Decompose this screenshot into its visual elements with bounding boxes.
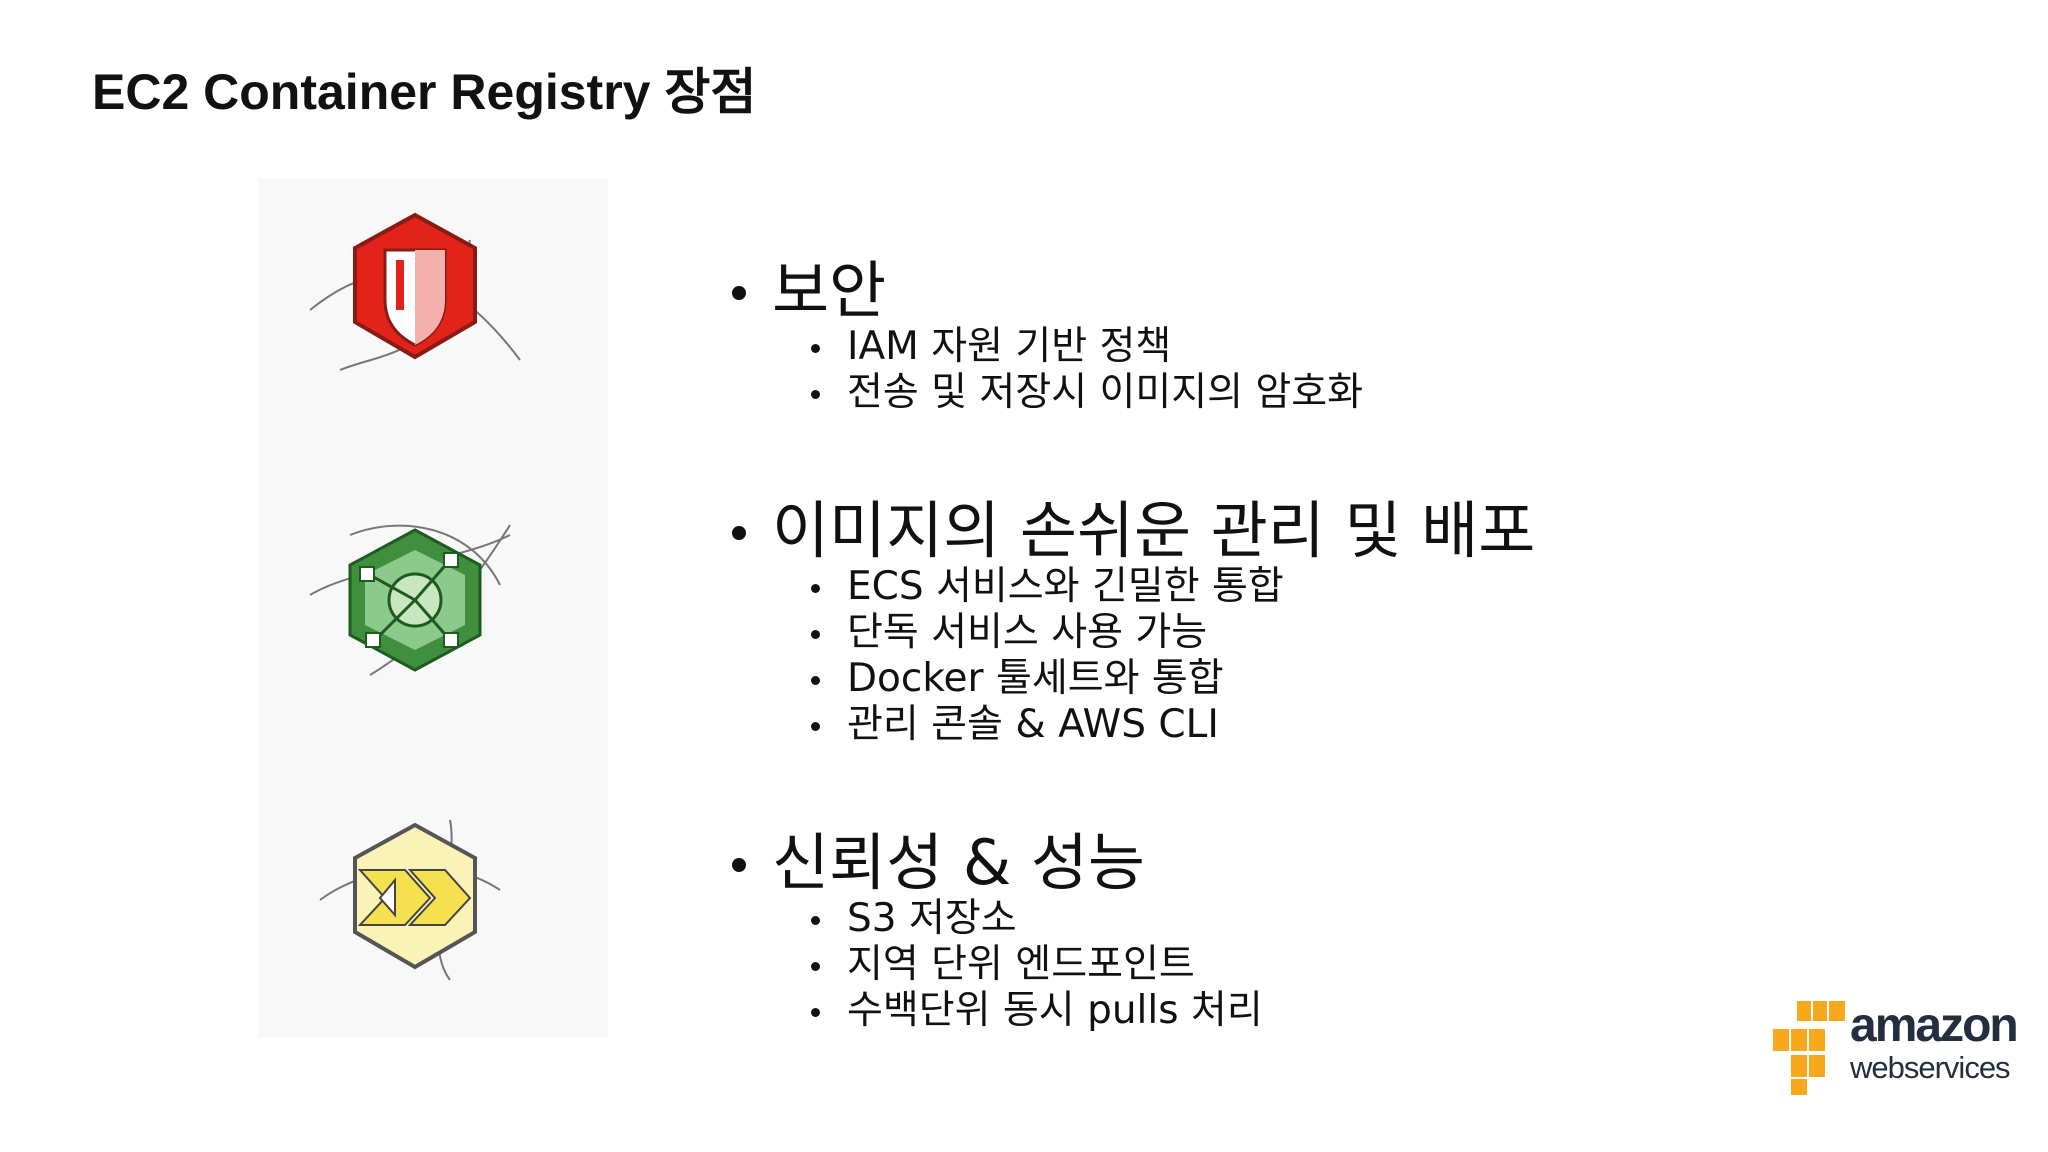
- section-performance: 신뢰성 & 성능 S3 저장소 지역 단위 엔드포인트 수백단위 동시 pull…: [725, 822, 1263, 1034]
- section-heading: 보안: [725, 250, 1363, 332]
- list-item: 수백단위 동시 pulls 처리: [725, 988, 1263, 1034]
- section-heading: 신뢰성 & 성능: [725, 822, 1263, 904]
- section-items: ECS 서비스와 긴밀한 통합 단독 서비스 사용 가능 Docker 툴세트와…: [725, 564, 1535, 748]
- aws-logo-amazon: amazon: [1850, 999, 2019, 1052]
- list-item: S3 저장소: [725, 896, 1263, 942]
- list-item: IAM 자원 기반 정책: [725, 324, 1363, 370]
- management-network-hexagon-icon: [300, 505, 530, 695]
- list-item: 단독 서비스 사용 가능: [725, 610, 1535, 656]
- section-management: 이미지의 손쉬운 관리 및 배포 ECS 서비스와 긴밀한 통합 단독 서비스 …: [725, 490, 1535, 748]
- section-items: S3 저장소 지역 단위 엔드포인트 수백단위 동시 pulls 처리: [725, 896, 1263, 1034]
- aws-cubes-icon: [1771, 999, 1847, 1097]
- list-item: 관리 콘솔 & AWS CLI: [725, 702, 1535, 748]
- aws-logo-webservices: webservices: [1850, 1050, 2011, 1085]
- section-items: IAM 자원 기반 정책 전송 및 저장시 이미지의 암호화: [725, 324, 1363, 416]
- slide-title: EC2 Container Registry 장점: [92, 64, 757, 120]
- list-item: ECS 서비스와 긴밀한 통합: [725, 564, 1535, 610]
- list-item: 지역 단위 엔드포인트: [725, 942, 1263, 988]
- list-item: Docker 툴세트와 통합: [725, 656, 1535, 702]
- list-item: 전송 및 저장시 이미지의 암호화: [725, 370, 1363, 416]
- section-security: 보안 IAM 자원 기반 정책 전송 및 저장시 이미지의 암호화: [725, 250, 1363, 416]
- aws-logo: amazon webservices: [1770, 998, 2020, 1098]
- section-heading: 이미지의 손쉬운 관리 및 배포: [725, 490, 1535, 572]
- security-shield-hexagon-icon: [300, 200, 530, 390]
- performance-arrows-hexagon-icon: [300, 810, 530, 1000]
